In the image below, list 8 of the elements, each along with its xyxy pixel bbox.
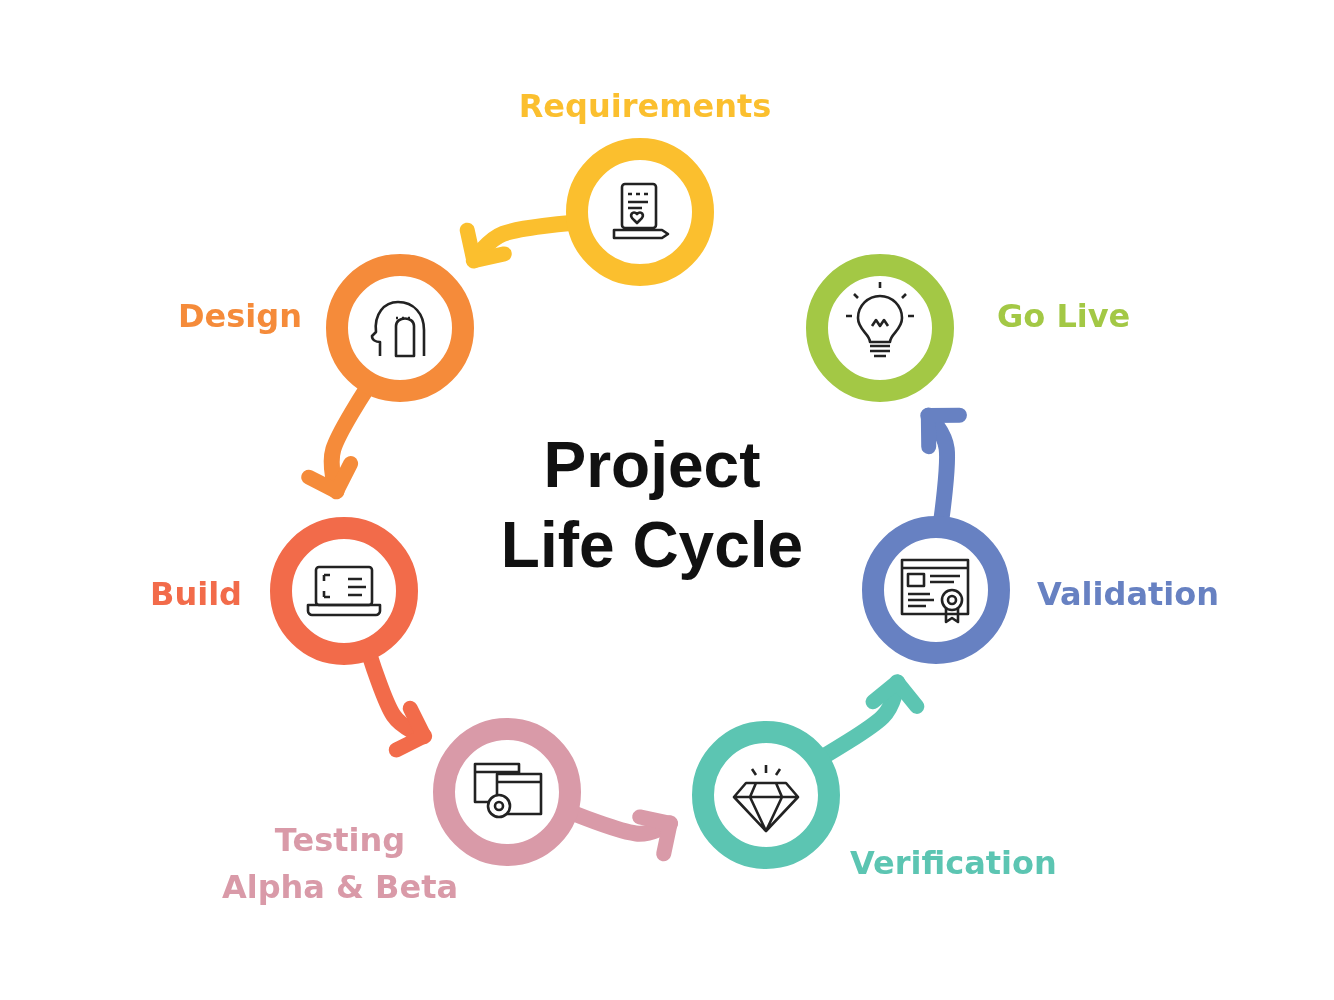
step-label: Testing Alpha & Beta [220,820,460,908]
step-label: Validation [1037,574,1220,615]
step-label: Go Live [997,296,1131,337]
step-label: Requirements [517,86,773,127]
step-label: Build [150,574,242,615]
step-label: Design [178,296,302,337]
diagram-title: Project Life Cycle [499,428,805,583]
step-label: Verification [850,843,1057,884]
